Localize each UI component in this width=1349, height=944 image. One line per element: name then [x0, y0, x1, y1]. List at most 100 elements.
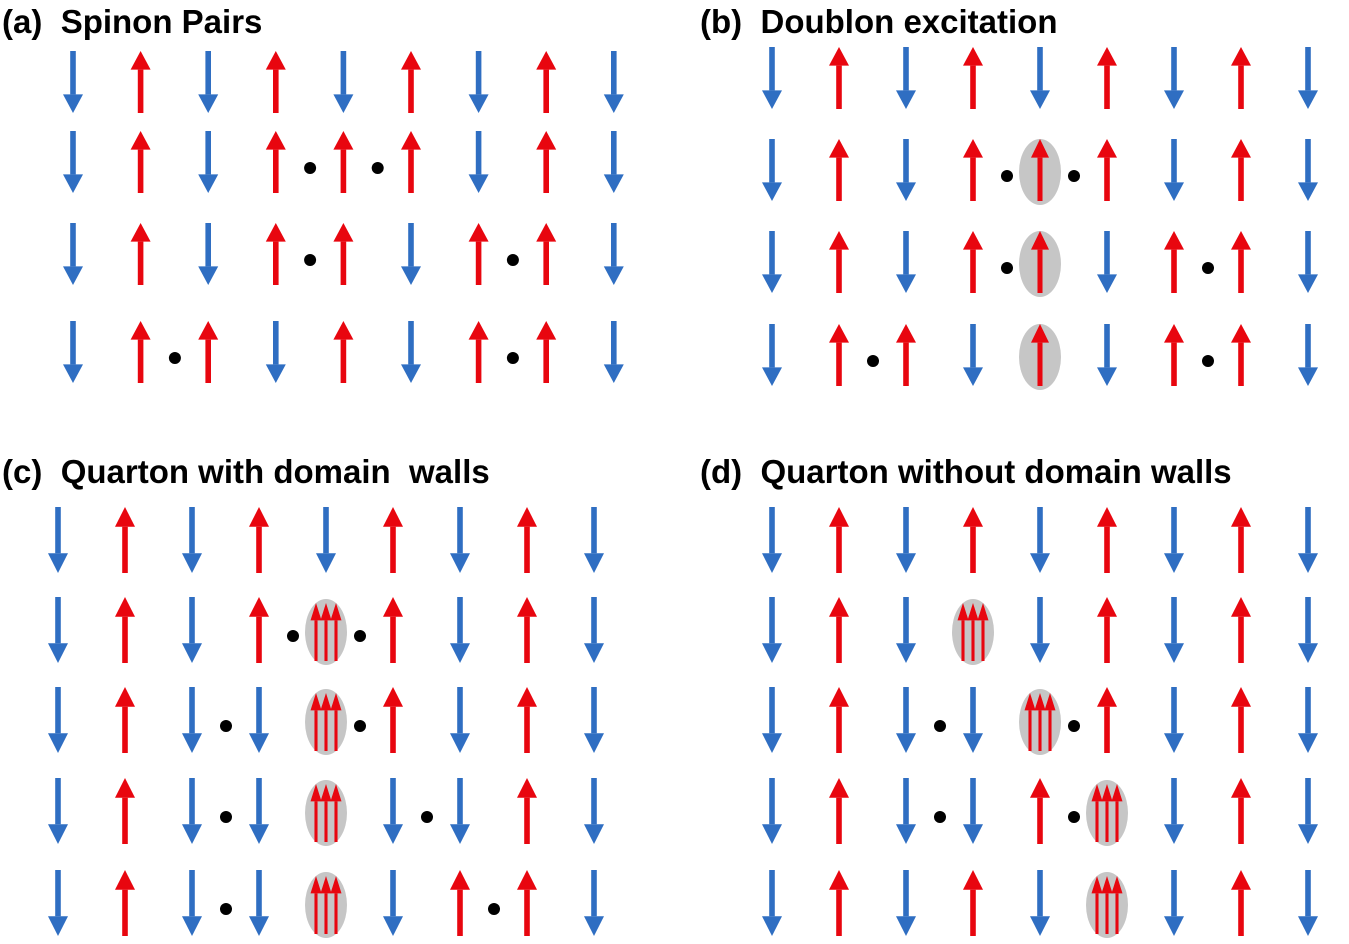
spin-up-arrow — [249, 507, 269, 573]
spin-down-arrow — [182, 687, 202, 753]
spin-down-arrow — [1298, 778, 1318, 844]
spin-up-arrow — [265, 223, 286, 285]
spin-up-arrow — [536, 223, 557, 285]
spin-down-arrow — [896, 507, 916, 573]
spin-up-arrow — [829, 47, 849, 109]
quarton-up-arrow — [957, 603, 969, 661]
spin-up-arrow — [536, 51, 557, 113]
spin-down-arrow — [182, 507, 202, 573]
spin-down-arrow — [1164, 597, 1184, 663]
spin-down-arrow — [584, 507, 604, 573]
spin-up-arrow — [829, 507, 849, 573]
spin-down-arrow — [1097, 324, 1117, 386]
spin-down-arrow — [762, 778, 782, 844]
spin-down-arrow — [1298, 324, 1318, 386]
spin-down-arrow — [584, 597, 604, 663]
panel-b-label: (b) — [700, 3, 743, 40]
spin-up-arrow — [1231, 687, 1251, 753]
quarton-up-arrow — [320, 784, 332, 842]
quarton-up-arrow — [1111, 876, 1123, 934]
spin-down-arrow — [401, 223, 421, 285]
spinon-pair-dot — [220, 903, 232, 915]
quarton-up-arrow — [967, 603, 979, 661]
spin-up-arrow — [1231, 324, 1251, 386]
spin-up-arrow — [517, 597, 537, 663]
doublon-up-arrow — [1031, 324, 1049, 386]
spinon-pair-dot — [1068, 720, 1080, 732]
spin-down-arrow — [63, 321, 83, 383]
spin-up-arrow — [1231, 870, 1251, 936]
spin-down-arrow — [249, 870, 269, 936]
spin-down-arrow — [48, 870, 68, 936]
spin-up-arrow — [115, 870, 135, 936]
spin-down-arrow — [603, 131, 624, 193]
spin-down-arrow — [450, 597, 470, 663]
spin-down-arrow — [48, 507, 68, 573]
spin-up-arrow — [115, 687, 135, 753]
spin-up-arrow — [517, 870, 537, 936]
spinon-pair-dot — [488, 903, 500, 915]
spin-up-arrow — [383, 687, 403, 753]
spin-up-arrow — [1231, 507, 1251, 573]
quarton-up-arrow — [330, 876, 342, 934]
quarton-up-arrow — [1024, 693, 1036, 751]
spin-up-arrow — [1164, 324, 1184, 386]
spin-up-arrow — [468, 223, 489, 285]
spin-down-arrow — [1030, 47, 1050, 109]
spin-down-arrow — [762, 507, 782, 573]
quarton-up-arrow — [1034, 693, 1046, 751]
spin-down-arrow — [265, 321, 286, 383]
spin-up-arrow — [333, 131, 354, 193]
spin-down-arrow — [48, 778, 68, 844]
spin-down-arrow — [762, 231, 782, 293]
quarton-up-arrow — [310, 603, 322, 661]
spinon-pair-dot — [287, 630, 299, 642]
spin-down-arrow — [48, 597, 68, 663]
spin-up-arrow — [198, 321, 219, 383]
spin-up-arrow — [963, 870, 983, 936]
spin-down-arrow — [896, 231, 916, 293]
spin-down-arrow — [1097, 231, 1117, 293]
spin-down-arrow — [762, 139, 782, 201]
spin-up-arrow — [517, 778, 537, 844]
spinon-pair-dot — [168, 352, 181, 364]
quarton-up-arrow — [977, 603, 989, 661]
spin-up-arrow — [115, 597, 135, 663]
spin-up-arrow — [1231, 597, 1251, 663]
spin-down-arrow — [249, 687, 269, 753]
quarton-up-arrow — [1101, 876, 1113, 934]
spin-down-arrow — [603, 223, 624, 285]
quarton-up-arrow — [320, 603, 332, 661]
spin-up-arrow — [115, 778, 135, 844]
spin-up-arrow — [383, 597, 403, 663]
spin-down-arrow — [584, 778, 604, 844]
spin-up-arrow — [468, 321, 489, 383]
spin-up-arrow — [829, 597, 849, 663]
spin-down-arrow — [1298, 47, 1318, 109]
spin-down-arrow — [1030, 870, 1050, 936]
quarton-up-arrow — [330, 693, 342, 751]
spin-down-arrow — [1298, 139, 1318, 201]
spin-up-arrow — [1097, 507, 1117, 573]
spin-up-arrow — [1030, 778, 1050, 844]
spinon-pair-dot — [934, 811, 946, 823]
panel-b-heading: Doublon excitation — [760, 3, 1058, 40]
spin-down-arrow — [603, 51, 624, 113]
spin-down-arrow — [450, 507, 470, 573]
spinon-pair-dot — [371, 162, 384, 174]
spin-down-arrow — [1298, 507, 1318, 573]
spin-up-arrow — [1097, 139, 1117, 201]
spin-down-arrow — [198, 223, 219, 285]
spin-down-arrow — [1164, 47, 1184, 109]
spin-down-arrow — [584, 687, 604, 753]
panel-a-heading: Spinon Pairs — [60, 3, 263, 40]
quarton-up-arrow — [310, 876, 322, 934]
spin-down-arrow — [896, 687, 916, 753]
spin-up-arrow — [963, 231, 983, 293]
panel-d-title: (d) Quarton without domain walls — [700, 455, 1232, 488]
quarton-up-arrow — [1091, 876, 1103, 934]
spin-down-arrow — [401, 321, 421, 383]
spinon-pair-dot — [304, 162, 317, 174]
spin-down-arrow — [584, 870, 604, 936]
